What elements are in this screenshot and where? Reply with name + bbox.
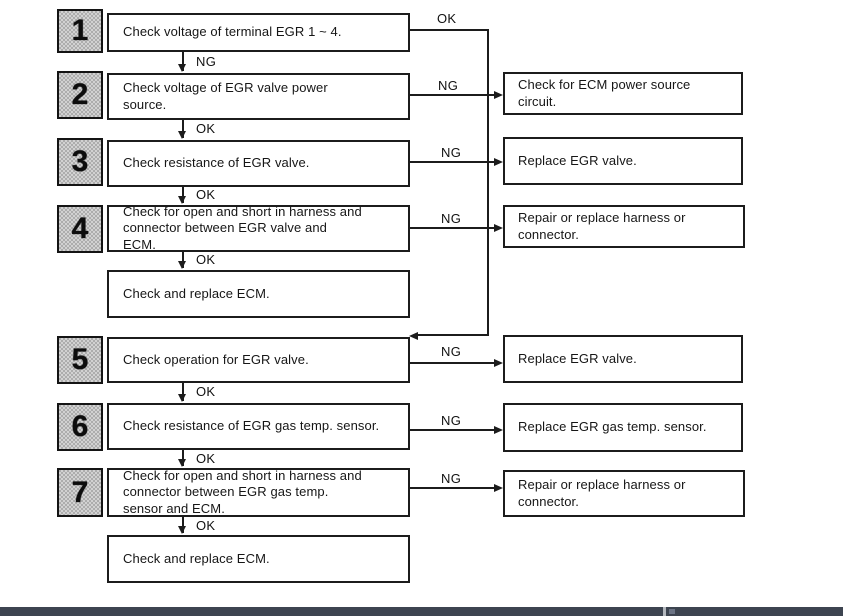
arrow-left-step5 <box>409 332 418 340</box>
arrow-right-result5 <box>494 426 503 434</box>
arrow-right-result2 <box>494 158 503 166</box>
step-7-text: Check for open and short in harness and … <box>123 468 362 516</box>
arrow-down-ecm2 <box>178 526 186 534</box>
step-6-number-tile: 6 <box>57 403 103 451</box>
connector-step5-step6 <box>182 383 184 401</box>
connector-ok-long-drop <box>487 29 489 336</box>
connector-step3-step4 <box>182 187 184 203</box>
connector-step2-step3 <box>182 120 184 138</box>
branch-label-ng: NG <box>441 413 462 428</box>
result-text: Replace EGR valve. <box>518 350 637 366</box>
branch-label-ok: OK <box>196 252 216 267</box>
branch-label-ok: OK <box>196 451 216 466</box>
branch-label-ok: OK <box>196 518 216 533</box>
result-text: Replace EGR gas temp. sensor. <box>518 419 707 435</box>
result-text: Repair or replace harness or connector. <box>518 209 686 242</box>
step-3-text: Check resistance of EGR valve. <box>123 155 310 171</box>
step-1-box: Check voltage of terminal EGR 1 ~ 4. <box>107 13 410 52</box>
result-text: Repair or replace harness or connector. <box>518 476 686 509</box>
connector-step6-step7 <box>182 450 184 466</box>
end-box-text: Check and replace ECM. <box>123 285 270 301</box>
arrow-down-step7 <box>178 459 186 467</box>
branch-label-ok: OK <box>196 121 216 136</box>
step-2-box: Check voltage of EGR valve power source. <box>107 73 410 120</box>
connector-step3-ng <box>410 161 496 163</box>
result-text: Replace EGR valve. <box>518 152 637 168</box>
step-number: 2 <box>71 78 89 111</box>
bottom-bar-separator <box>663 607 666 616</box>
branch-label-ng: NG <box>441 344 462 359</box>
connector-step2-ng <box>408 94 496 96</box>
step-number: 1 <box>71 14 89 47</box>
result-box-repair-harness-2: Repair or replace harness or connector. <box>503 470 745 517</box>
branch-label-ok: OK <box>196 384 216 399</box>
branch-label-ng: NG <box>441 211 462 226</box>
arrow-right-result1 <box>494 91 503 99</box>
result-box-replace-gas-temp-sensor: Replace EGR gas temp. sensor. <box>503 403 743 452</box>
step-3-box: Check resistance of EGR valve. <box>107 140 410 187</box>
result-box-ecm-power-source: Check for ECM power source circuit. <box>503 72 743 115</box>
connector-into-step5 <box>415 334 489 336</box>
step-5-text: Check operation for EGR valve. <box>123 351 309 367</box>
step-number: 6 <box>71 410 89 443</box>
result-text: Check for ECM power source circuit. <box>518 76 691 109</box>
step-number: 7 <box>71 475 89 509</box>
arrow-down-step3 <box>178 131 186 139</box>
step-4-text: Check for open and short in harness and … <box>123 204 362 252</box>
step-2-number-tile: 2 <box>57 71 103 119</box>
result-box-repair-harness-1: Repair or replace harness or connector. <box>503 205 745 248</box>
step-5-box: Check operation for EGR valve. <box>107 337 410 383</box>
branch-label-ok: OK <box>437 11 457 26</box>
end-box-text: Check and replace ECM. <box>123 550 270 566</box>
connector-step1-ok-horizontal <box>408 29 489 31</box>
bottom-bar[interactable] <box>0 607 843 616</box>
connector-step7-ng <box>410 487 496 489</box>
arrow-right-result3 <box>494 224 503 232</box>
result-box-replace-egr-valve-2: Replace EGR valve. <box>503 335 743 383</box>
step-number: 5 <box>71 343 89 376</box>
step-7-box: Check for open and short in harness and … <box>107 468 410 517</box>
arrow-right-result6 <box>494 484 503 492</box>
arrow-right-result4 <box>494 359 503 367</box>
step-1-text: Check voltage of terminal EGR 1 ~ 4. <box>123 24 342 40</box>
step-1-number-tile: 1 <box>57 9 103 53</box>
branch-label-ok: OK <box>196 187 216 202</box>
connector-step4-ecm1 <box>182 252 184 268</box>
branch-label-ng: NG <box>441 471 462 486</box>
step-3-number-tile: 3 <box>57 138 103 186</box>
branch-label-ng: NG <box>196 54 217 69</box>
branch-label-ng: NG <box>441 145 462 160</box>
branch-label-ng: NG <box>438 78 459 93</box>
step-5-number-tile: 5 <box>57 336 103 384</box>
connector-step1-step2 <box>182 52 184 71</box>
step-6-box: Check resistance of EGR gas temp. sensor… <box>107 403 410 450</box>
step-4-box: Check for open and short in harness and … <box>107 204 410 252</box>
bottom-bar-glyph-icon <box>669 609 675 614</box>
connector-step5-ng <box>410 362 496 364</box>
step-7-number-tile: 7 <box>57 468 103 517</box>
step-2-text: Check voltage of EGR valve power source. <box>123 80 328 112</box>
arrow-down-ecm1 <box>178 261 186 269</box>
step-number: 4 <box>71 212 89 245</box>
connector-step4-ng <box>410 227 496 229</box>
check-replace-ecm-box-1: Check and replace ECM. <box>107 270 410 318</box>
step-6-text: Check resistance of EGR gas temp. sensor… <box>123 418 380 434</box>
connector-step7-ecm2 <box>182 517 184 533</box>
step-number: 3 <box>71 145 89 178</box>
check-replace-ecm-box-2: Check and replace ECM. <box>107 535 410 583</box>
arrow-down-step6 <box>178 394 186 402</box>
arrow-down-step2 <box>178 64 186 72</box>
result-box-replace-egr-valve-1: Replace EGR valve. <box>503 137 743 185</box>
connector-step6-ng <box>410 429 496 431</box>
step-4-number-tile: 4 <box>57 205 103 253</box>
arrow-down-step4 <box>178 196 186 204</box>
